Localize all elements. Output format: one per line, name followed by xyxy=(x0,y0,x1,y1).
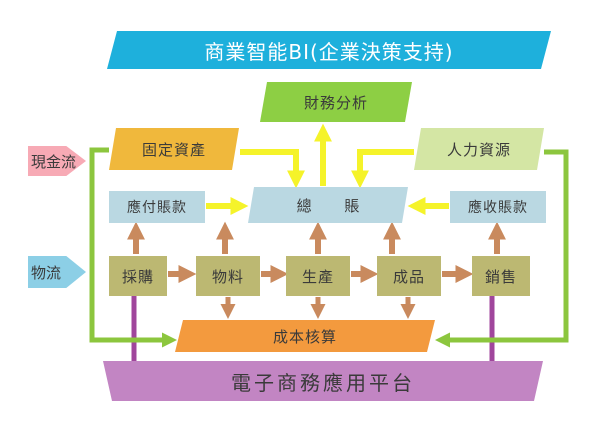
finished-goods-label: 成品 xyxy=(392,267,425,286)
finished-goods-box: 成品 xyxy=(377,256,441,296)
general-ledger-label: 總 賬 xyxy=(296,196,360,215)
fixed-assets-to-ledger-arrow xyxy=(240,149,305,189)
production-label: 生產 xyxy=(301,267,334,286)
accounts-payable-box: 應付賬款 xyxy=(109,191,205,223)
sales-label: 銷售 xyxy=(484,267,517,286)
materials-label: 物料 xyxy=(211,267,244,286)
human-resources-label: 人力資源 xyxy=(446,140,511,159)
finance-analysis-box: 財務分析 xyxy=(260,82,412,122)
finance-analysis-label: 財務分析 xyxy=(303,93,368,112)
fixed-assets-box: 固定資產 xyxy=(109,128,239,170)
production-box: 生產 xyxy=(286,256,350,296)
title-banner: 商業智能BI(企業決策支持) xyxy=(107,31,551,69)
accounts-receivable-label: 應收賬款 xyxy=(468,200,528,216)
accounts-payable-label: 應付賬款 xyxy=(127,200,187,216)
sales-box: 銷售 xyxy=(472,256,530,296)
material-flow-label: 物流 xyxy=(31,263,62,282)
cost-accounting-label: 成本核算 xyxy=(272,327,337,346)
general-ledger-box: 總 賬 xyxy=(248,187,408,223)
title-banner-label: 商業智能BI(企業決策支持) xyxy=(204,39,454,64)
accounts-receivable-box: 應收賬款 xyxy=(450,191,546,223)
purchasing-label: 採購 xyxy=(121,267,154,286)
human-resources-box: 人力資源 xyxy=(414,128,544,170)
cash-flow-label: 現金流 xyxy=(31,152,77,171)
cash-loop-left-connector xyxy=(89,147,177,348)
cost-accounting-box: 成本核算 xyxy=(175,320,435,352)
hr-to-ledger-arrow xyxy=(351,149,414,189)
materials-box: 物料 xyxy=(196,256,260,296)
ecommerce-platform-label: 電子商務應用平台 xyxy=(231,370,415,395)
ecommerce-platform-box: 電子商務應用平台 xyxy=(103,361,543,401)
cash-loop-right-connector xyxy=(435,149,569,348)
fixed-assets-label: 固定資產 xyxy=(141,140,206,159)
purchasing-box: 採購 xyxy=(109,256,167,296)
